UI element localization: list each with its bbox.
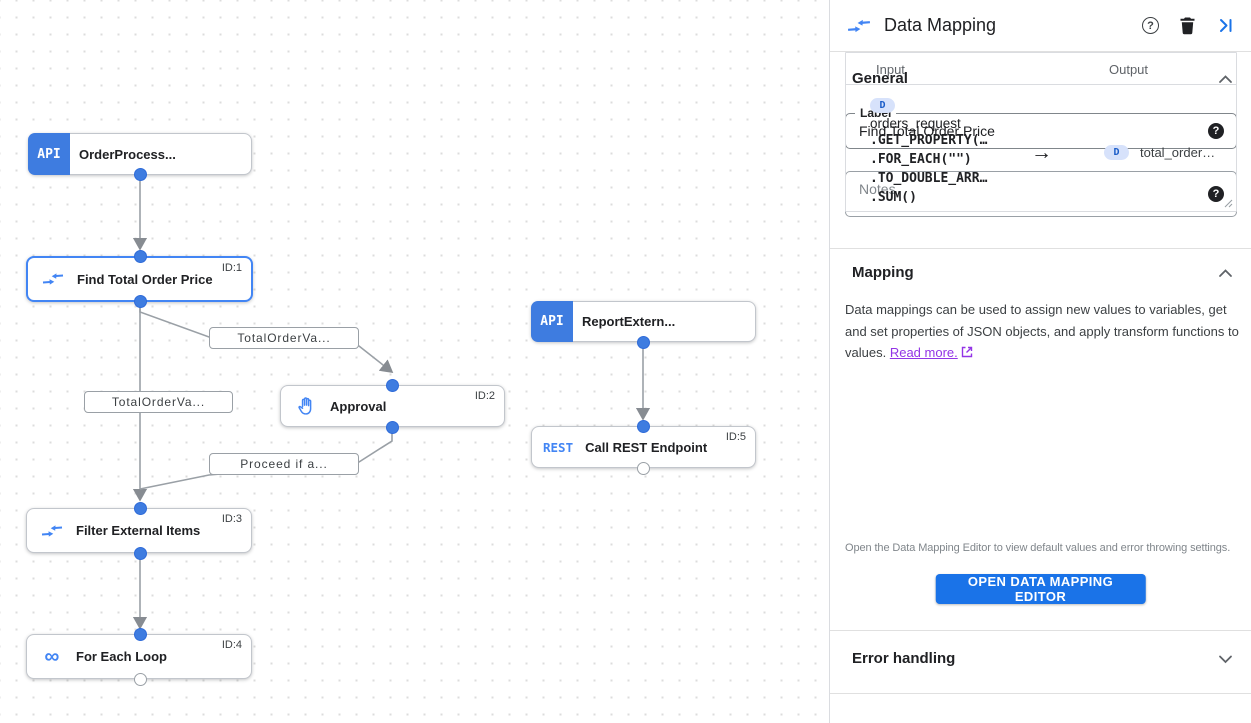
mapping-output-cell: D total_order… xyxy=(1104,145,1215,160)
section-mapping[interactable]: Mapping xyxy=(830,264,1251,281)
mapping-preview-table: Input Output D orders_request .GET_PROPE… xyxy=(845,52,1237,212)
section-general[interactable]: General xyxy=(830,70,1251,87)
api-trigger-badge: API xyxy=(531,301,573,342)
data-type-badge: D xyxy=(1104,145,1129,160)
node-label: Call REST Endpoint xyxy=(585,439,708,455)
connection-point[interactable] xyxy=(386,379,399,392)
delete-task-icon[interactable] xyxy=(1179,16,1196,35)
flow-canvas[interactable]: TotalOrderVa... TotalOrderVa... Proceed … xyxy=(0,0,829,723)
node-for-each-loop[interactable]: ∞ For Each Loop ID:4 xyxy=(26,634,252,679)
node-label: OrderProcess... xyxy=(79,146,176,162)
section-title: Error handling xyxy=(852,650,956,667)
mapping-input-cell: D orders_request .GET_PROPERTY(… .FOR_EA… xyxy=(870,95,987,207)
connection-point[interactable] xyxy=(637,336,650,349)
connection-point[interactable] xyxy=(134,547,147,560)
connection-point[interactable] xyxy=(134,250,147,263)
output-variable-name: total_order… xyxy=(1140,145,1216,160)
open-data-mapping-editor-button[interactable]: OPEN DATA MAPPING EDITOR xyxy=(935,574,1146,604)
input-column-header: Input xyxy=(876,62,905,77)
mapping-description-text: Data mappings can be used to assign new … xyxy=(845,302,1239,360)
connection-point-empty[interactable] xyxy=(134,673,147,686)
collapse-panel-icon[interactable] xyxy=(1216,16,1235,35)
connection-point[interactable] xyxy=(134,628,147,641)
external-link-icon[interactable] xyxy=(961,343,973,365)
help-icon[interactable]: ? xyxy=(1208,123,1224,139)
notes-field: ? xyxy=(845,171,1237,217)
hand-approval-icon xyxy=(294,394,318,418)
section-error-handling[interactable]: Error handling xyxy=(830,650,1251,667)
label-field: Label ? xyxy=(845,106,1237,149)
node-id-badge: ID:3 xyxy=(221,513,242,525)
node-id-badge: ID:5 xyxy=(725,431,746,443)
node-approval[interactable]: Approval ID:2 xyxy=(280,385,505,427)
data-type-badge: D xyxy=(870,98,895,113)
edge-label-text: TotalOrderVa... xyxy=(237,331,331,345)
read-more-link[interactable]: Read more. xyxy=(889,345,958,360)
section-title: Mapping xyxy=(852,264,914,281)
edge-label-text: Proceed if a... xyxy=(240,457,328,471)
node-orderprocess-trigger[interactable]: API OrderProcess... xyxy=(28,133,252,175)
input-variable-name: orders_request xyxy=(870,116,961,131)
flow-edges xyxy=(132,174,651,630)
node-find-total-order-price[interactable]: Find Total Order Price ID:1 xyxy=(26,256,253,302)
panel-title: Data Mapping xyxy=(884,15,997,35)
notes-input[interactable] xyxy=(859,181,1189,197)
help-icon[interactable]: ? xyxy=(1208,186,1224,202)
data-mapping-icon xyxy=(41,267,65,291)
connection-point[interactable] xyxy=(134,168,147,181)
transform-function: .SUM() xyxy=(870,190,917,205)
edge-label-totalorderva-approval[interactable]: TotalOrderVa... xyxy=(209,327,359,349)
chevron-down-icon[interactable] xyxy=(1218,654,1233,664)
edge-approval-to-filter xyxy=(139,427,393,490)
node-label: Approval xyxy=(330,398,387,414)
node-label: ReportExtern... xyxy=(582,314,676,329)
chevron-up-icon[interactable] xyxy=(1218,268,1233,278)
node-reportextern-trigger[interactable]: API ReportExtern... xyxy=(531,301,756,342)
section-divider xyxy=(830,693,1251,694)
help-icon[interactable]: ? xyxy=(1142,17,1159,34)
edge-label-proceed-if[interactable]: Proceed if a... xyxy=(209,453,359,475)
data-mapping-icon xyxy=(40,519,64,543)
section-divider xyxy=(830,248,1251,249)
edge-label-text: TotalOrderVa... xyxy=(111,395,206,409)
edge-label-totalorderva-filter[interactable]: TotalOrderVa... xyxy=(84,391,233,413)
connection-point[interactable] xyxy=(386,421,399,434)
resize-handle-icon[interactable] xyxy=(1224,195,1233,213)
node-call-rest-endpoint[interactable]: REST Call REST Endpoint ID:5 xyxy=(531,426,756,468)
config-panel: Data Mapping ? General Label ? xyxy=(829,0,1251,723)
node-label: Filter External Items xyxy=(76,523,201,538)
section-divider xyxy=(830,630,1251,631)
output-column-header: Output xyxy=(1109,62,1149,77)
connection-point[interactable] xyxy=(134,295,147,308)
mapping-arrow-icon: → xyxy=(1031,141,1052,164)
chevron-up-icon[interactable] xyxy=(1218,74,1233,84)
mapping-table-header: Input Output xyxy=(846,53,1236,85)
panel-header: Data Mapping ? xyxy=(830,0,1251,52)
connection-point[interactable] xyxy=(134,502,147,515)
rest-task-icon: REST xyxy=(543,439,574,455)
label-input[interactable] xyxy=(859,123,1189,139)
api-trigger-badge: API xyxy=(28,133,70,175)
node-id-badge: ID:2 xyxy=(474,390,495,402)
mapping-footnote: Open the Data Mapping Editor to view def… xyxy=(845,542,1231,554)
node-label: Find Total Order Price xyxy=(77,271,213,287)
transform-function: .TO_DOUBLE_ARR… xyxy=(870,171,988,186)
node-id-badge: ID:1 xyxy=(221,262,242,274)
transform-function: .GET_PROPERTY(… xyxy=(870,133,988,148)
data-mapping-icon xyxy=(847,17,871,35)
node-id-badge: ID:4 xyxy=(221,639,242,651)
mapping-description: Data mappings can be used to assign new … xyxy=(845,299,1245,365)
connection-point-empty[interactable] xyxy=(637,462,650,475)
infinity-loop-icon: ∞ xyxy=(44,644,60,668)
section-title: General xyxy=(852,70,908,87)
connection-point[interactable] xyxy=(637,420,650,433)
node-label: For Each Loop xyxy=(76,649,167,664)
transform-function: .FOR_EACH("") xyxy=(870,152,972,167)
